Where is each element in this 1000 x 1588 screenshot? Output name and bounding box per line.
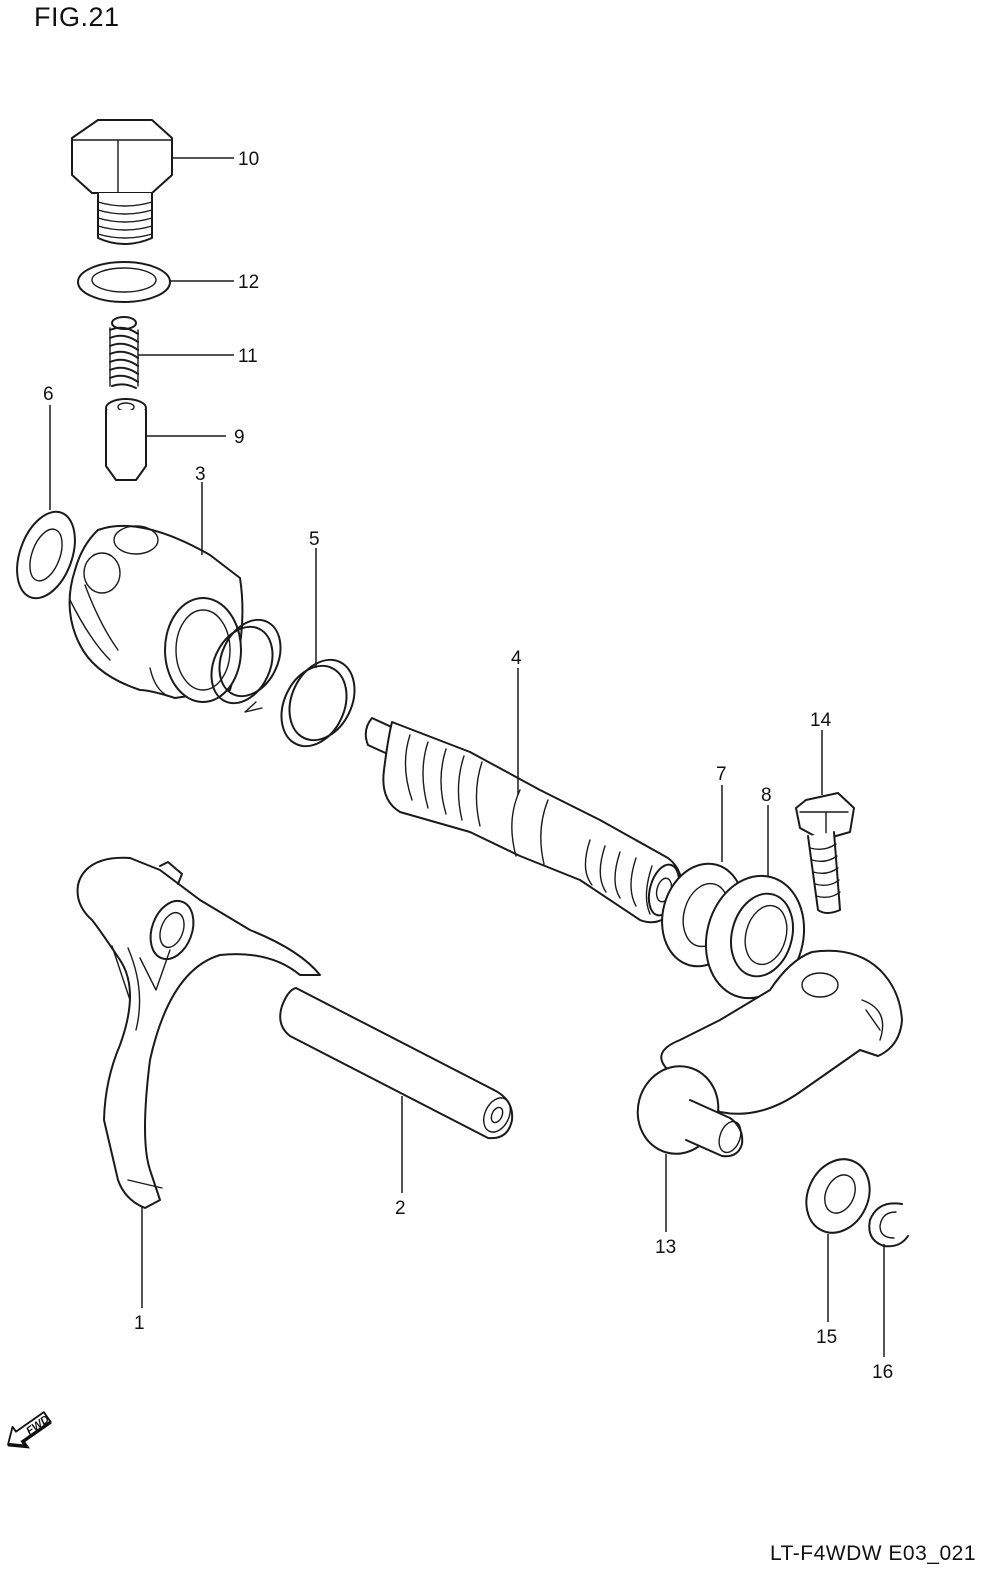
part-9-plunger[interactable] (105, 398, 147, 481)
callout-1: 1 (134, 1313, 145, 1334)
callout-12: 12 (238, 272, 259, 293)
part-12-washer[interactable] (77, 261, 171, 303)
callout-2: 2 (395, 1198, 406, 1219)
part-1-shift-fork[interactable] (76, 856, 321, 1209)
part-11-spring[interactable] (109, 316, 139, 389)
part-8-oil-seal[interactable] (693, 865, 818, 1010)
part-14-bolt[interactable] (795, 792, 855, 914)
callout-15: 15 (816, 1327, 837, 1348)
callout-16: 16 (872, 1362, 893, 1383)
leader-lines (49, 157, 885, 1357)
part-2-fork-shaft[interactable] (279, 987, 515, 1140)
callout-7: 7 (716, 764, 727, 785)
part-13-shift-arm[interactable] (628, 949, 903, 1163)
callout-14: 14 (810, 710, 832, 731)
part-4-shift-shaft[interactable] (364, 717, 685, 924)
callout-5: 5 (309, 529, 320, 550)
callout-3: 3 (195, 464, 206, 485)
part-10-bolt[interactable] (71, 119, 173, 245)
fwd-arrow-icon: FWD (7, 1411, 52, 1449)
part-15-washer[interactable] (795, 1149, 881, 1243)
callout-9: 9 (234, 427, 245, 448)
part-3-shift-cam[interactable] (68, 524, 244, 703)
figure-title: FIG.21 (34, 2, 120, 32)
part-5-springs[interactable] (200, 610, 367, 757)
callout-13: 13 (655, 1237, 676, 1258)
callout-11: 11 (238, 346, 258, 367)
part-6-washer[interactable] (6, 504, 86, 606)
callout-10: 10 (238, 149, 259, 170)
callout-6: 6 (43, 384, 54, 405)
callout-labels: 1 2 3 4 5 6 7 8 9 10 11 12 13 14 15 16 (43, 149, 893, 1383)
callout-8: 8 (761, 785, 772, 806)
drawing-code: LT-F4WDW E03_021 (769, 1542, 976, 1565)
callout-4: 4 (511, 648, 522, 669)
part-16-circlip[interactable] (868, 1202, 909, 1248)
